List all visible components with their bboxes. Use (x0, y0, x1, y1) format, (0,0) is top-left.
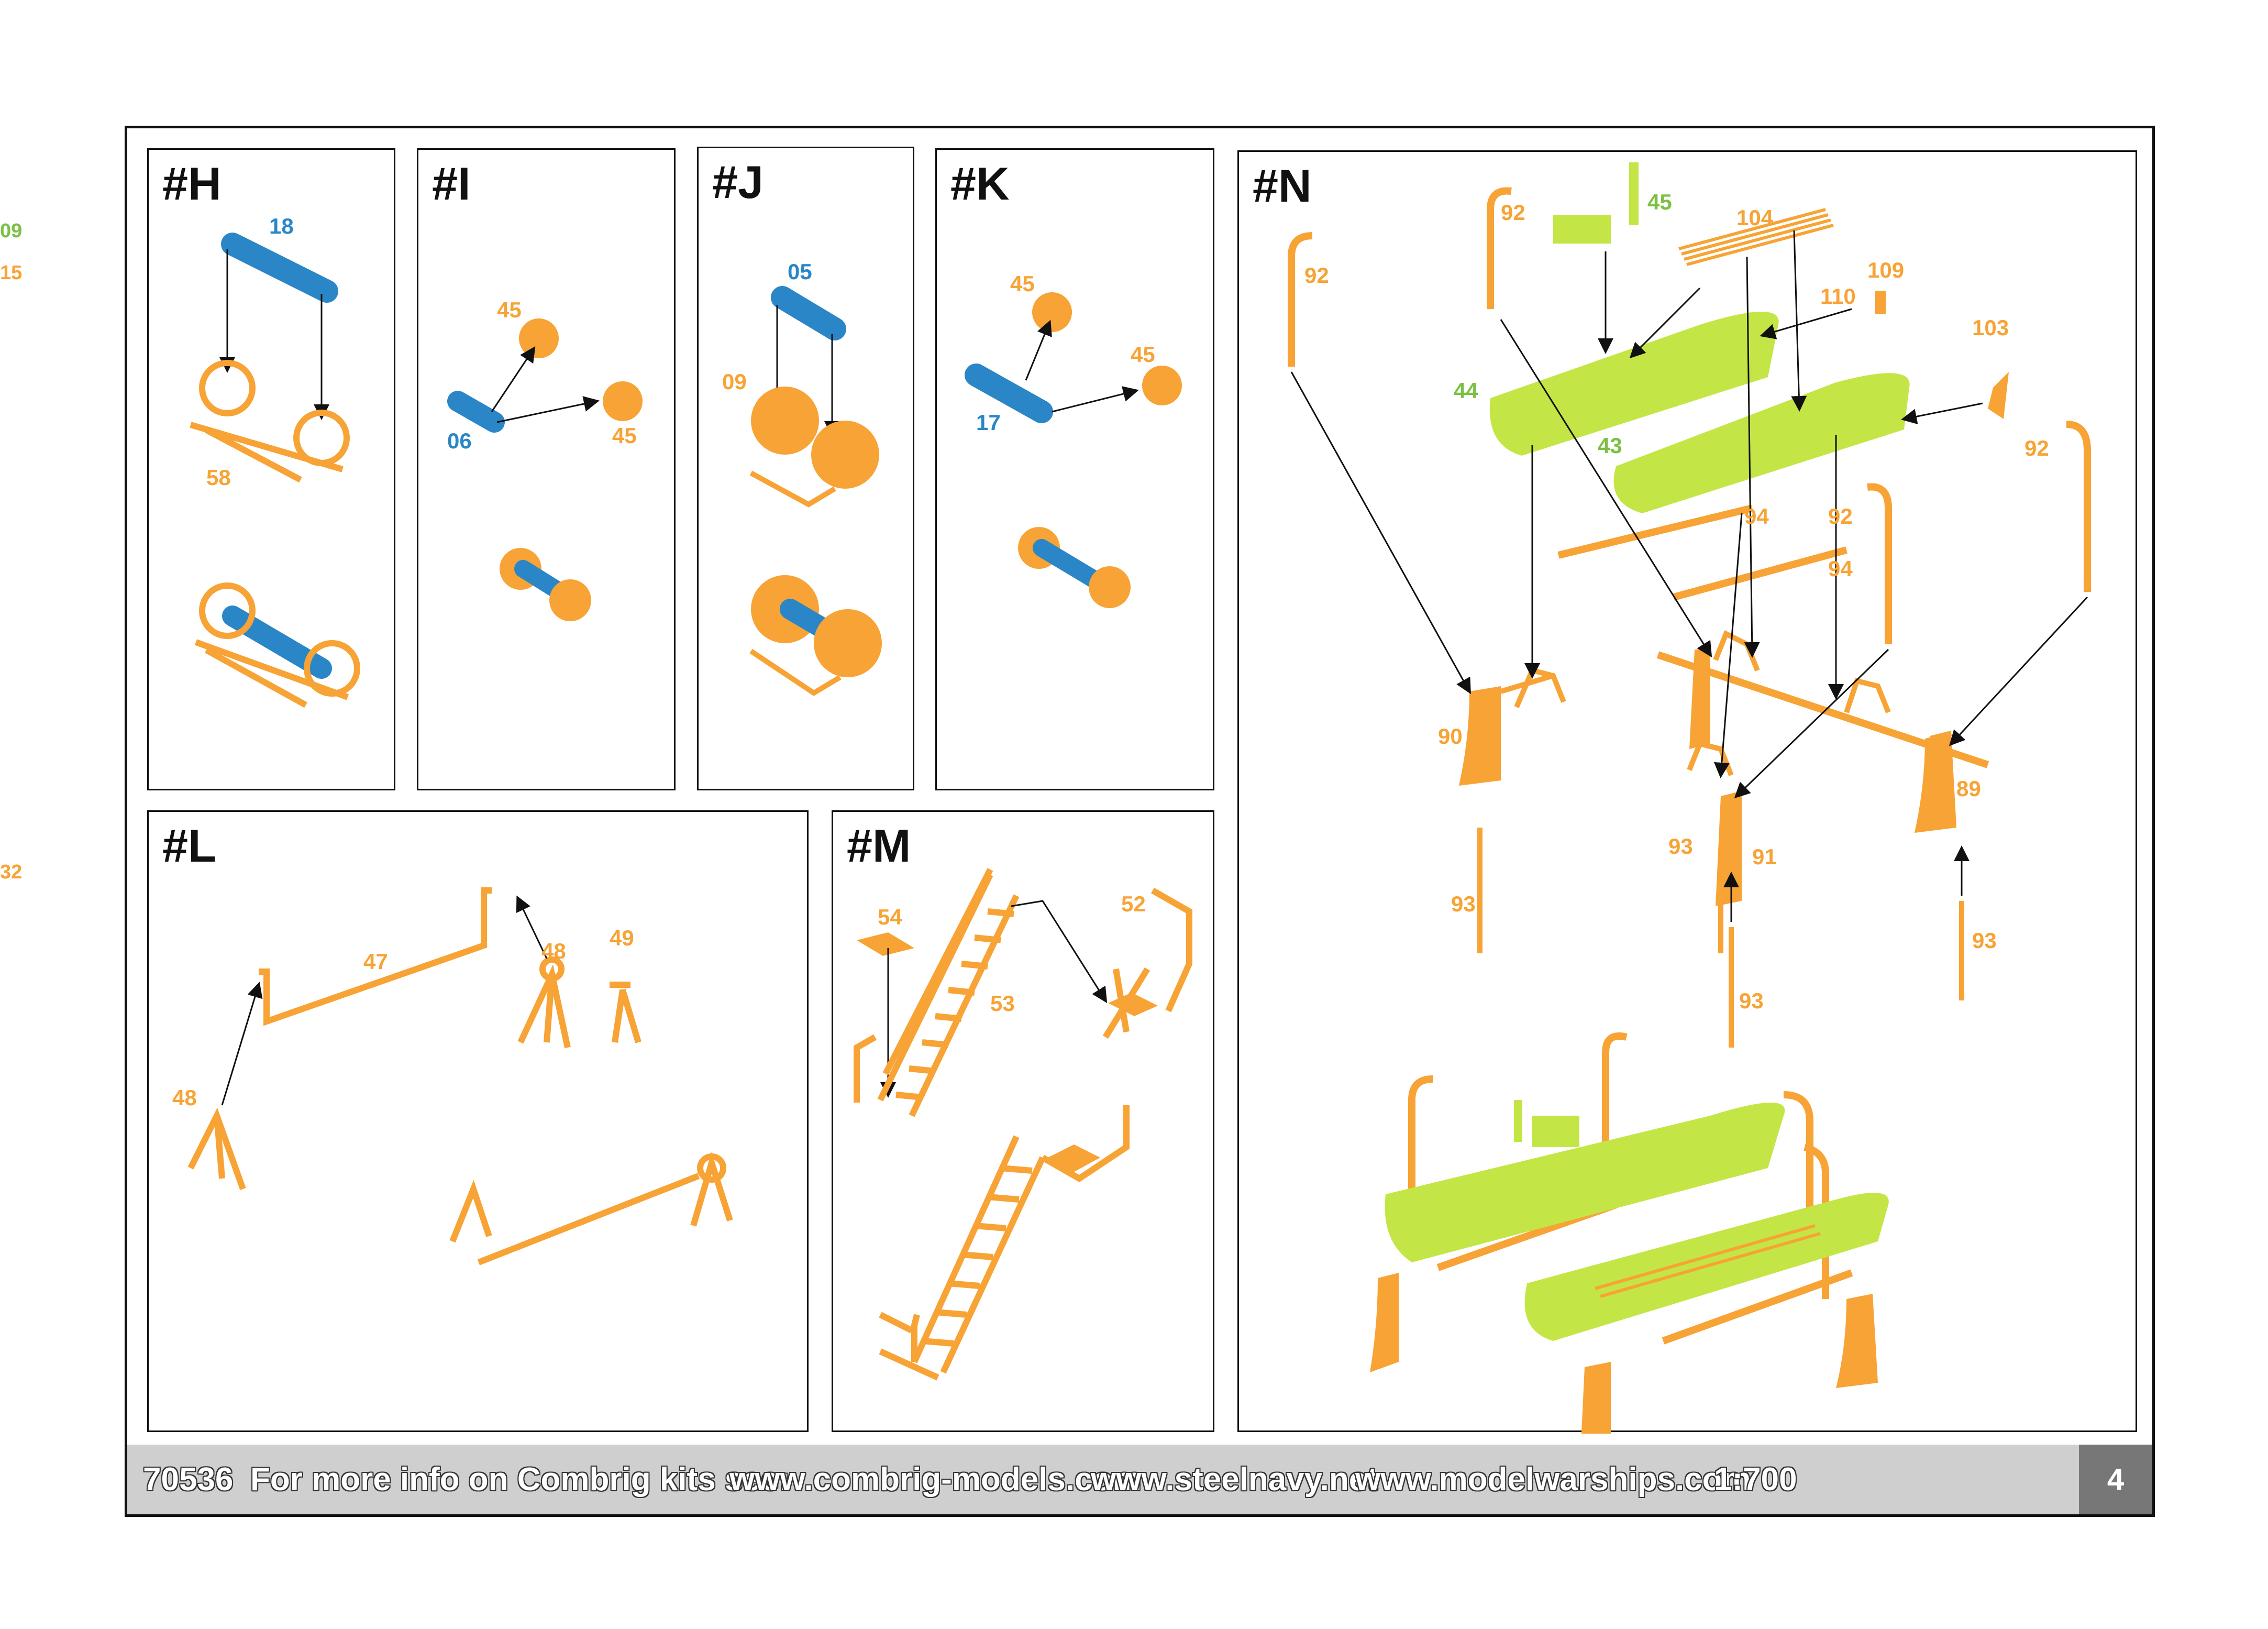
label-44: 44 (1454, 378, 1478, 403)
panel-j-drawing: 05 09 (722, 259, 882, 696)
label-54: 54 (878, 905, 902, 929)
label-103: 103 (1972, 315, 2009, 340)
label-94-a: 94 (1744, 504, 1769, 529)
panel-h-drawing: 18 58 (190, 214, 360, 708)
link-modelwarships[interactable]: www.modelwarships.com (1355, 1461, 1751, 1498)
panel-l: #L 47 48 49 48 (147, 810, 809, 1432)
panel-title: #K (950, 158, 1010, 210)
label-48-a: 48 (541, 939, 566, 963)
label-90: 90 (1438, 724, 1463, 749)
panel-k-drawing: 45 45 17 (965, 271, 1182, 608)
panel-title: #L (162, 820, 216, 872)
panel-j: #J 05 09 (697, 147, 914, 790)
label-45-a: 45 (497, 298, 522, 322)
panel-i: #I 45 06 45 (417, 148, 676, 790)
label-92-b: 92 (1501, 200, 1525, 225)
panel-l-drawing: 47 48 49 48 (172, 887, 733, 1265)
part-58-frame (190, 360, 350, 483)
label-93-c: 93 (1972, 928, 1997, 953)
instruction-sheet-frame: #H 18 58 #I (125, 126, 2155, 1517)
label-45-a: 45 (1010, 271, 1035, 296)
label-92-d: 92 (1828, 504, 1853, 529)
panel-h: #H 18 58 (147, 148, 395, 790)
panel-title: #J (712, 156, 764, 208)
label-48-b: 48 (172, 1085, 197, 1110)
panel-title: #N (1253, 160, 1312, 212)
label-47: 47 (363, 949, 388, 974)
label-45-b: 45 (612, 423, 637, 448)
panel-m-drawing: 54 52 53 (854, 868, 1192, 1381)
label-93-a: 93 (1668, 834, 1693, 858)
margin-label-2: 15 (0, 262, 23, 284)
margin-label-1: 09 (0, 220, 23, 242)
panel-k: #K 45 45 17 (935, 148, 1214, 790)
panel-title: #H (162, 158, 222, 210)
label-53: 53 (990, 991, 1015, 1016)
label-89: 89 (1956, 776, 1981, 801)
panel-n: #N (1237, 150, 2137, 1434)
label-06: 06 (447, 428, 472, 453)
margin-label-3: 32 (0, 861, 23, 883)
link-steelnavy[interactable]: www.steelnavy.net (1091, 1461, 1378, 1498)
panel-m: #M (832, 810, 1214, 1432)
label-93-d: 93 (1739, 988, 1764, 1013)
label-92-a: 92 (1304, 263, 1329, 288)
label-49: 49 (610, 926, 634, 950)
label-09: 09 (722, 369, 747, 394)
label-104: 104 (1736, 205, 1774, 230)
label-17: 17 (976, 410, 1001, 435)
label-45-b: 45 (1131, 342, 1155, 367)
label-94-b: 94 (1828, 556, 1853, 581)
link-combrig[interactable]: www.combrig-models.com (729, 1461, 1142, 1498)
panel-n-drawing: 92 92 45 104 109 110 103 44 43 92 94 92 … (1288, 162, 2091, 1434)
label-52: 52 (1121, 891, 1146, 916)
label-92-c: 92 (2024, 436, 2049, 460)
panel-i-drawing: 45 06 45 (447, 298, 643, 621)
label-45: 45 (1647, 190, 1672, 214)
footer-bar: 70536 For more info on Combrig kits see:… (127, 1445, 2152, 1514)
scale-text: 1:700 (1714, 1461, 1797, 1498)
label-91: 91 (1752, 844, 1777, 869)
panel-title: #I (432, 158, 471, 210)
footer-info-text: For more info on Combrig kits see: (250, 1461, 790, 1498)
panel-title: #M (847, 820, 911, 872)
label-18: 18 (269, 214, 294, 238)
kit-number: 70536 (143, 1461, 234, 1498)
label-58: 58 (206, 465, 231, 490)
label-93-b: 93 (1451, 891, 1476, 916)
label-109: 109 (1867, 258, 1904, 282)
part-18-rod (221, 233, 338, 303)
label-05: 05 (788, 259, 812, 284)
page-number: 4 (2079, 1445, 2152, 1514)
label-110: 110 (1820, 284, 1856, 309)
label-43: 43 (1598, 433, 1622, 458)
